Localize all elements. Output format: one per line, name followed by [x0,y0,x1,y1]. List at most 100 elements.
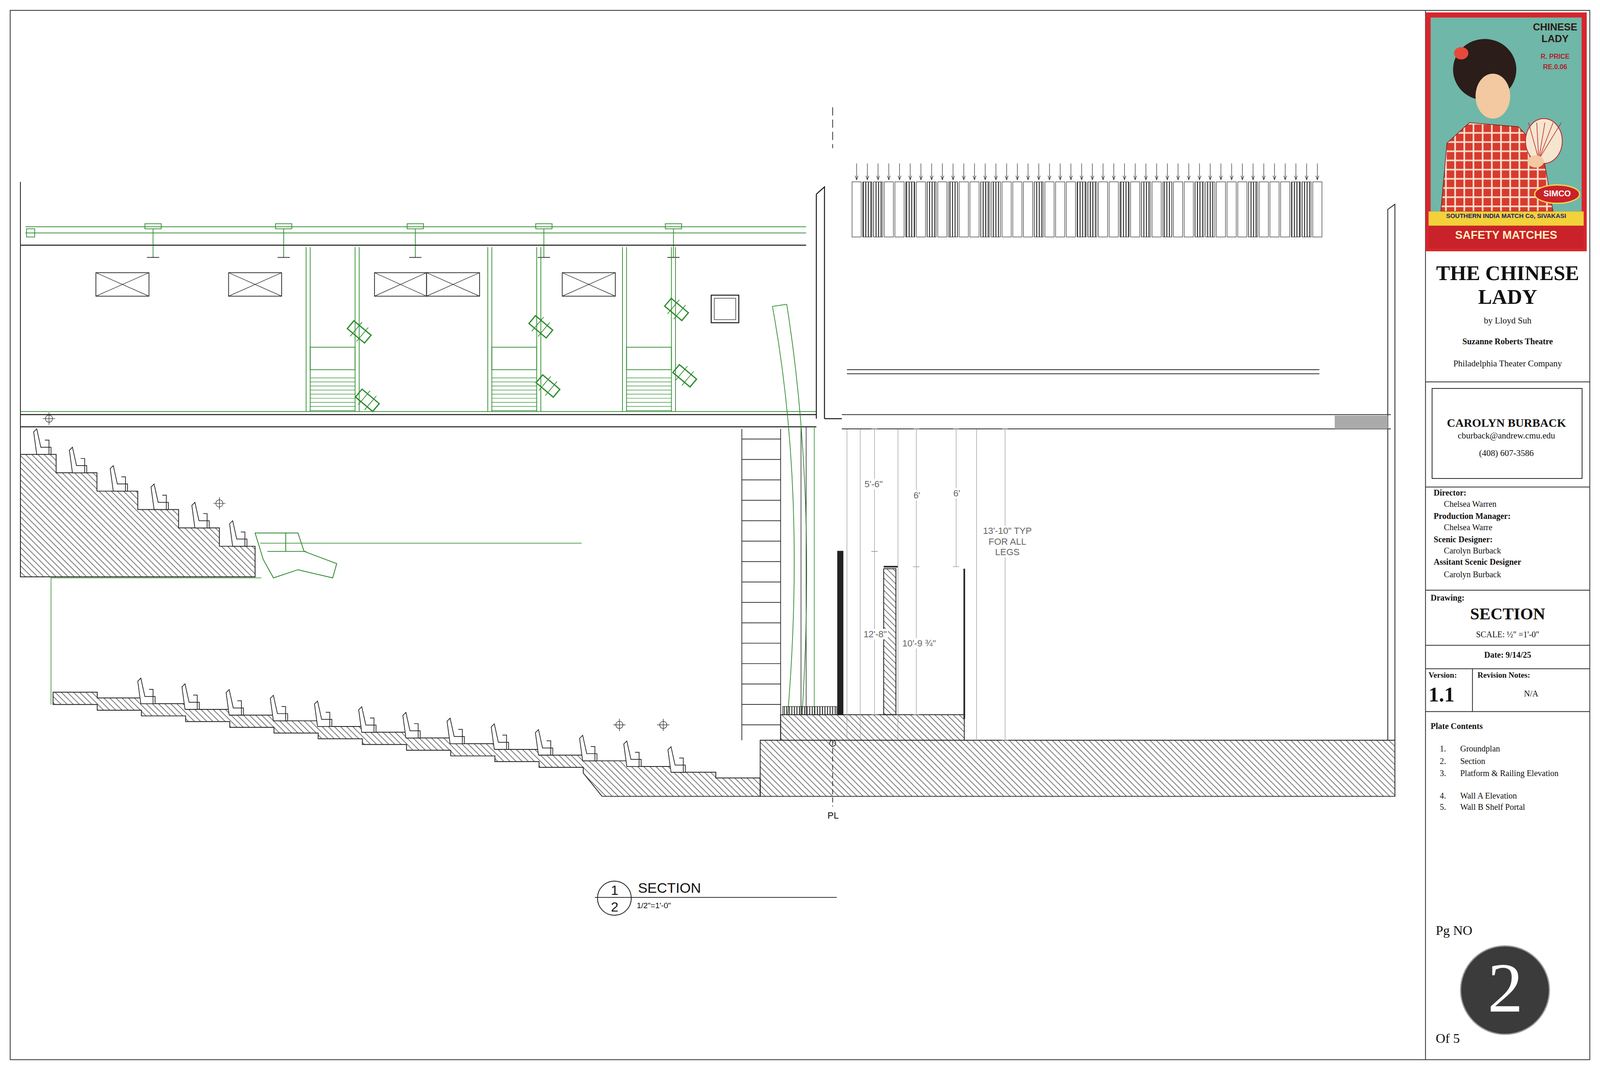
stair-tread [491,393,537,395]
vent-cross [228,272,282,296]
stair-tread [310,381,355,383]
batten-line [1120,181,1130,237]
seat-back [667,746,686,773]
line-set-arrow [1176,163,1180,180]
batten-line [1302,181,1312,237]
drawing-cell: Drawing:SECTIONSCALE: ½" =1'-0" [1425,590,1590,645]
credit-name: Carolyn Burback [1443,545,1501,556]
line-set-arrow [855,163,858,180]
seat-back [623,740,642,767]
ladder-rail [780,428,782,740]
catwalk-rail [25,232,806,234]
vent-box [426,272,480,296]
i-beam [147,245,160,258]
sight-line [260,542,582,544]
ladder-rung [741,724,781,725]
batten-line [1280,181,1290,237]
poster-oval [1534,185,1580,204]
plate-name: Platform & Railing Elevation [1460,768,1563,778]
stage-floor [760,740,1395,797]
batten-line [1077,181,1087,237]
credit-role: Production Manager: [1433,511,1511,521]
batten-line [1055,181,1065,237]
batten-line [852,181,862,237]
house-structure [20,181,761,796]
title-cell-rule [1425,486,1590,488]
page-number-circle: 2 [1460,945,1550,1035]
batten-line [1087,181,1098,237]
stair-tread [626,402,672,403]
stair-tread [491,410,537,411]
access-hatch [714,298,736,320]
plaster-line-mark: PL [827,810,839,821]
shelf-unit-side [883,568,896,715]
ladder-rung [741,459,781,460]
stair-tread [491,377,537,378]
ladder-rung [741,581,781,583]
ceiling-line [20,410,817,412]
line-set-arrow [951,163,955,180]
batten-line [862,181,873,237]
sheet-frame [10,10,1590,1060]
spot-body [255,532,337,578]
title-cell-rule [1425,668,1590,670]
seat-arm [237,700,242,715]
audience-seat [447,717,465,744]
plate-name: Wall B Shelf Portal [1460,802,1585,812]
page-total: Of 5 [1435,1030,1460,1046]
stair-tread [310,405,355,407]
line-set-arrow [1315,163,1319,180]
batten-line [1023,181,1033,237]
seat-back [402,712,421,738]
ladder-rung [741,622,781,623]
field-label: Drawing: [1430,592,1465,603]
fly-battens [841,163,1391,429]
stage-platform [780,714,965,740]
line-set-arrow [1155,163,1158,180]
batten-line [1045,181,1055,237]
venue: Suzanne Roberts Theatre [1425,336,1590,347]
facade-post [814,426,815,715]
lighting-instrument [533,371,563,400]
portal-face [800,426,802,715]
catwalk-post [305,247,307,412]
line-set-arrow [994,163,998,180]
plate-number: 2. [1440,756,1447,766]
ladder-rung [741,703,781,705]
stair-tread [491,405,537,407]
audience-seat [229,520,248,546]
instrument-yoke [673,305,686,320]
access-hatch [711,295,739,323]
centerline [595,107,837,898]
batten-line [905,181,915,237]
ladder-rung [741,662,781,664]
catwalk-post [487,247,489,412]
ladder-rung [741,560,781,562]
batten-line [873,181,883,237]
audience-seat [358,706,377,733]
instrument-yoke [537,322,550,337]
line-set-arrow [1015,163,1019,180]
instrument-yoke [531,317,544,332]
seat-arm [414,723,419,738]
line-set-arrow [1122,163,1126,180]
batten-line [1184,181,1194,237]
stair-tread [310,377,355,378]
audience-seat [314,700,333,727]
seat-arm [202,513,208,528]
i-beam [537,245,550,258]
line-set-arrow [1272,163,1276,180]
stair-tread [626,377,672,378]
audience-seat [491,723,509,750]
seat-back [358,706,377,733]
seat-arm [635,752,640,767]
instrument-yoke [358,390,370,405]
designer-box: CAROLYN BURBACKcburback@andrew.cmu.edu(4… [1431,387,1583,479]
line-set-arrow [962,163,965,180]
railing-post [837,551,843,715]
instrument-body [347,320,372,343]
seat-arm [325,712,330,727]
plate-number: 3. [1440,768,1447,778]
seat-back [579,735,598,761]
target-mark [657,718,670,731]
